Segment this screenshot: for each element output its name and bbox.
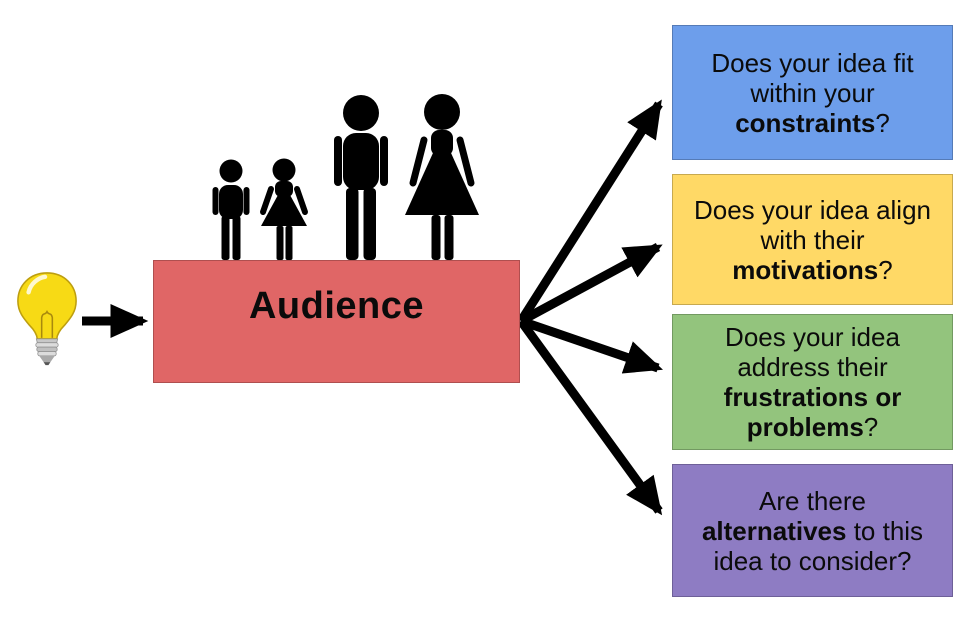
girl-figure (260, 158, 308, 260)
woman-figure (405, 94, 479, 260)
question-text-segment: with their (760, 224, 865, 255)
question-text-segment: idea to consider? (713, 545, 912, 576)
audience-box: Audience (153, 260, 520, 383)
audience-to-frustrations-arrow (519, 316, 664, 374)
audience-to-alternatives-arrow (517, 318, 663, 516)
question-text-segment: problems (746, 412, 864, 442)
question-text-segment: Does your idea (725, 322, 900, 352)
question-line: with their (673, 225, 952, 255)
question-line: idea to consider? (673, 546, 952, 576)
question-text-segment: within your (750, 77, 875, 108)
man-figure (334, 95, 388, 260)
question-text-segment: address their (737, 352, 888, 382)
question-line: Does your idea fit (673, 48, 952, 78)
audience-to-constraints-arrow (517, 99, 663, 324)
question-text-segment: Does your idea align (693, 194, 932, 225)
question-line: frustrations or (673, 382, 952, 412)
question-text-segment: ? (875, 107, 890, 138)
question-line: alternatives to this (673, 516, 952, 546)
question-text-segment: to this (846, 515, 924, 546)
boy-figure (212, 159, 250, 260)
question-text-segment: alternatives (701, 515, 847, 546)
question-text-segment: constraints (735, 107, 876, 138)
question-line: within your (673, 78, 952, 108)
question-text-segment: Does your idea fit (711, 47, 914, 78)
question-line: problems? (673, 412, 952, 442)
question-text-segment: motivations (732, 254, 879, 285)
question-text-segment: ? (878, 254, 893, 285)
question-line: constraints? (673, 108, 952, 138)
question-text-segment: frustrations or (723, 382, 902, 412)
question-text-segment: ? (863, 412, 879, 442)
question-line: motivations? (673, 255, 952, 285)
audience-to-motivations-arrow (518, 243, 663, 325)
question-line: Are there (673, 486, 952, 516)
audience-label: Audience (248, 285, 425, 327)
question-line: address their (673, 352, 952, 382)
question-line: Does your idea align (673, 195, 952, 225)
question-line: Does your idea (673, 322, 952, 352)
lightbulb-icon (10, 271, 84, 368)
family-icon (205, 85, 490, 260)
bulb-glass (17, 272, 77, 340)
question-text-segment: Are there (759, 485, 866, 516)
